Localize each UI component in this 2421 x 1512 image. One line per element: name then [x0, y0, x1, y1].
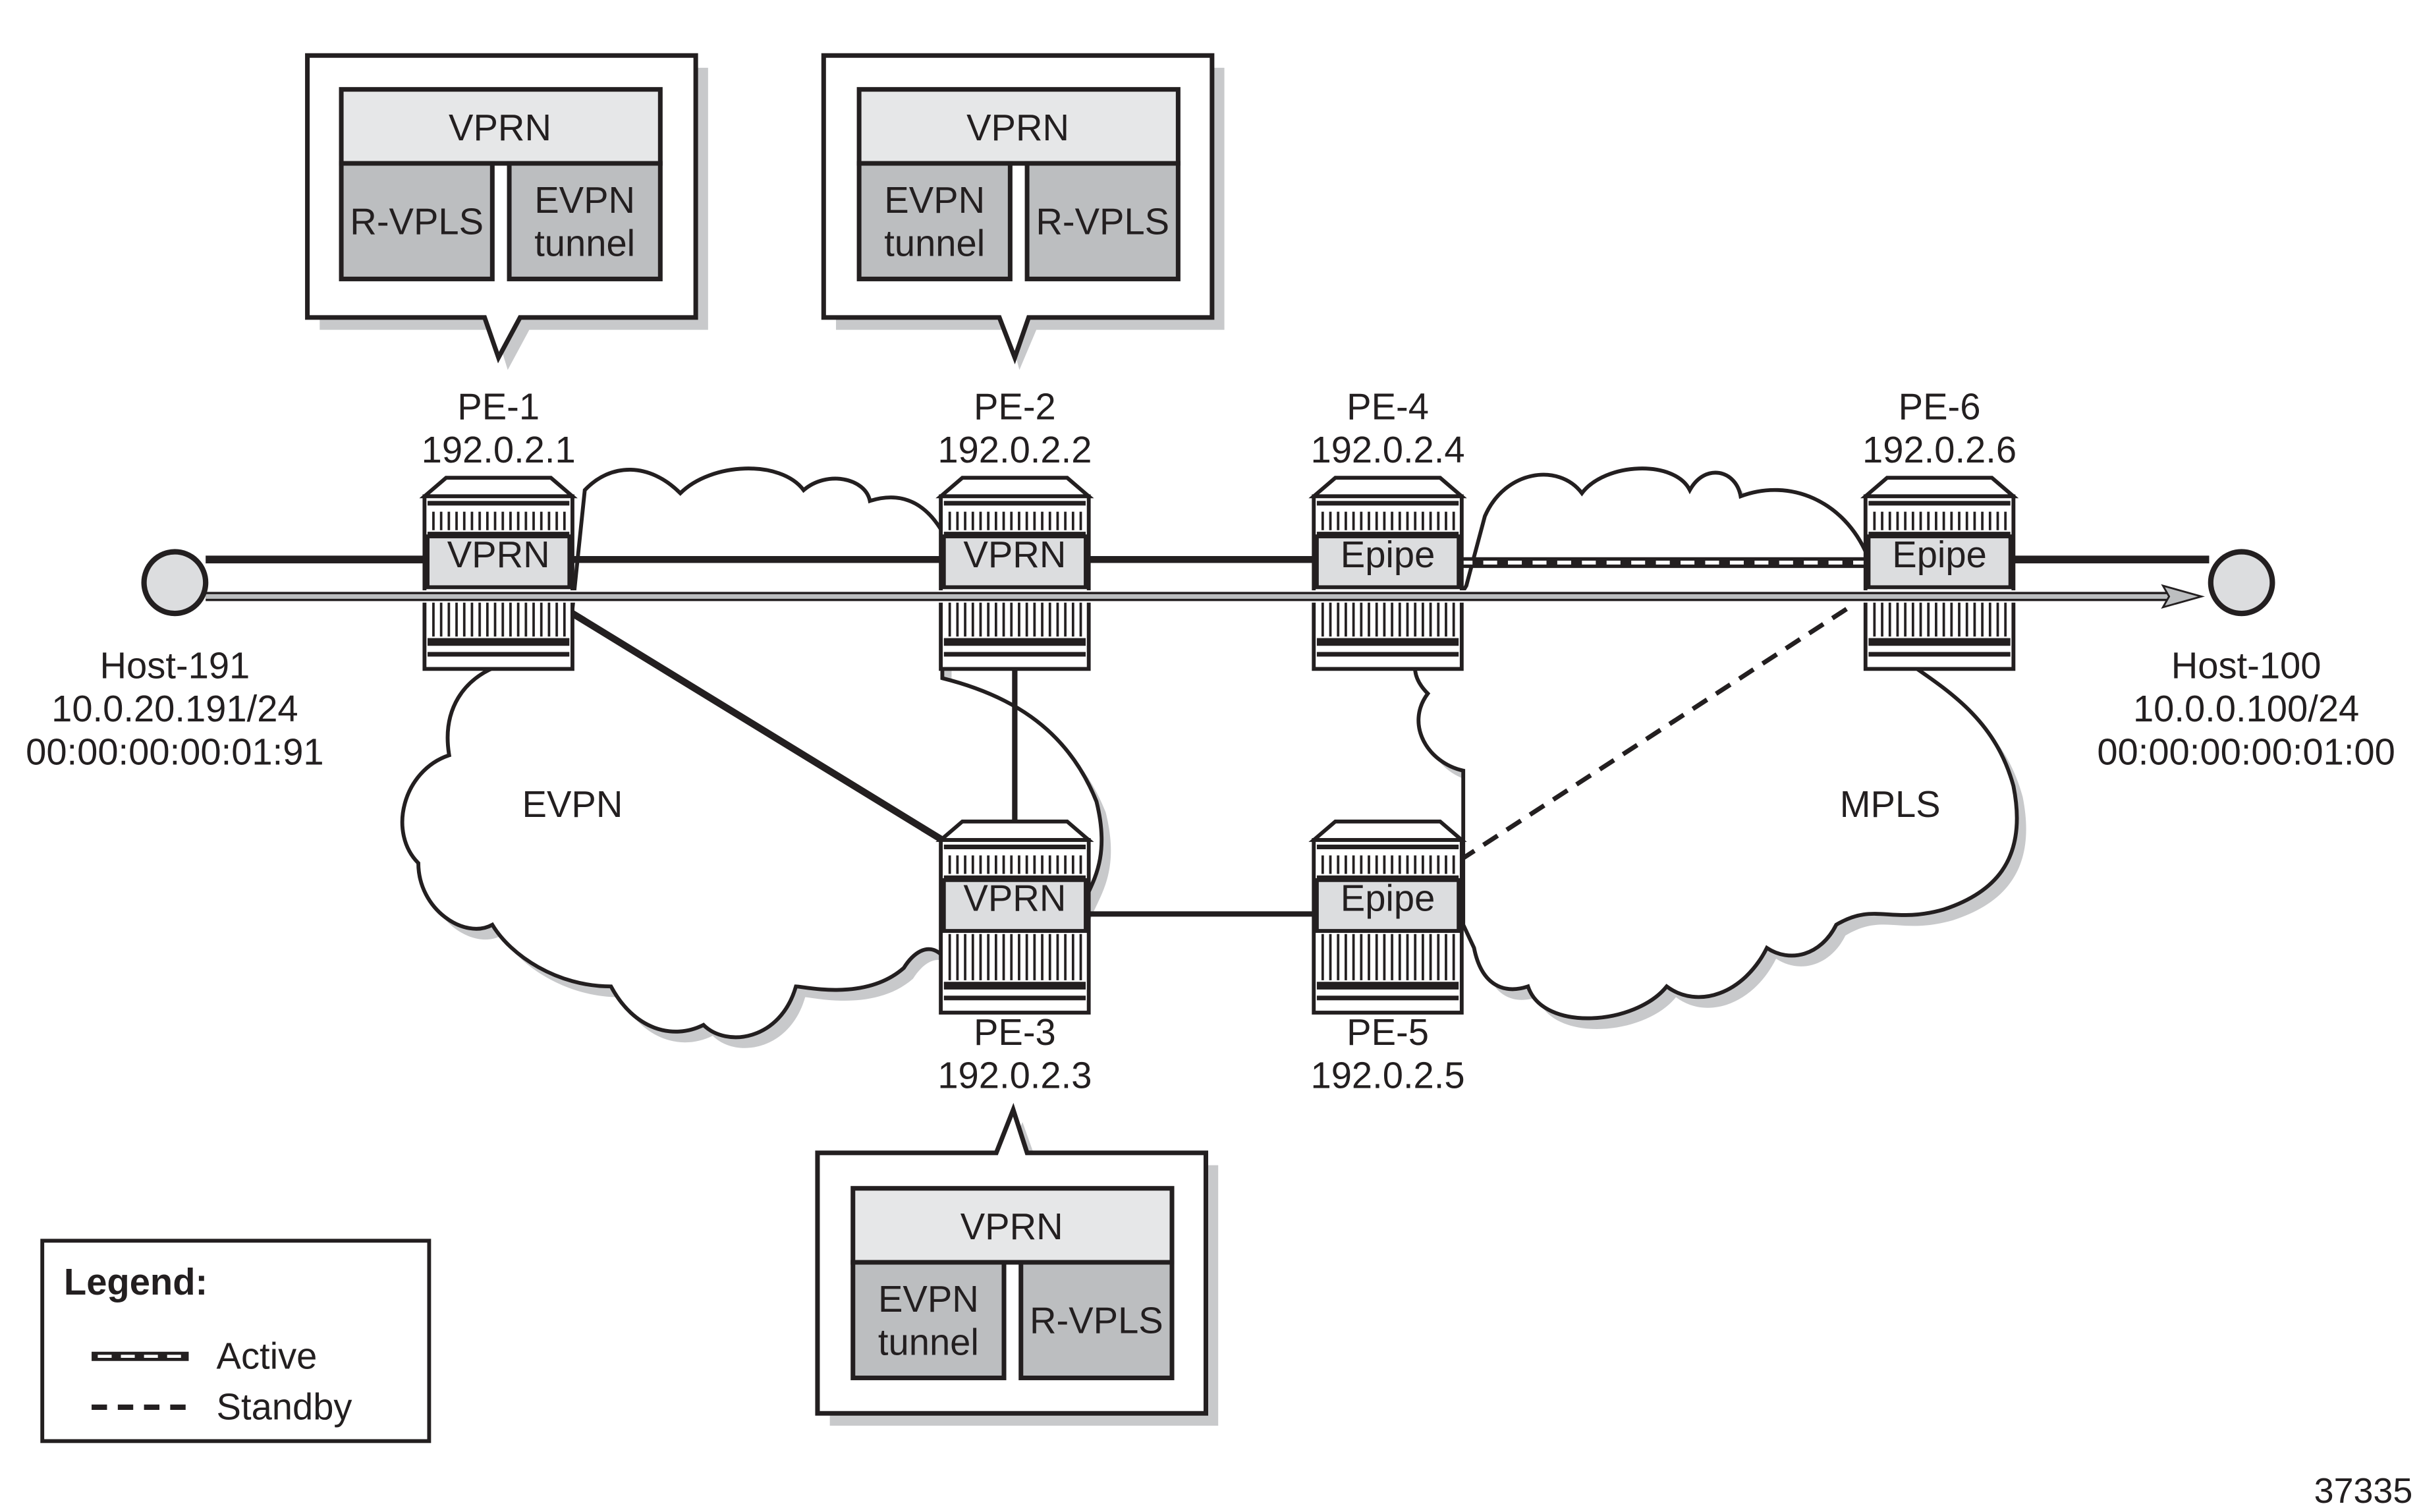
link-pe1-pe3 [570, 610, 945, 843]
pe3-service-label: VPRN [963, 878, 1066, 919]
callout-pe3-right: R-VPLS [1030, 1300, 1163, 1341]
pe4-ip: 192.0.2.4 [1310, 429, 1464, 470]
pe6-ip: 192.0.2.6 [1862, 429, 2017, 470]
callout-pe2 [821, 53, 1225, 370]
callout-pe2-header: VPRN [966, 107, 1069, 148]
callout-pe1-right-line1: EVPN [534, 179, 635, 221]
host191-name: Host-191 [100, 644, 250, 686]
pe3-ip: 192.0.2.3 [937, 1055, 1092, 1096]
callout-pe2-left-line1: EVPN [884, 179, 985, 221]
callout-pe1-left: R-VPLS [350, 201, 484, 242]
callout-pe1-right-line2: tunnel [534, 222, 635, 264]
pe1-service-label: VPRN [447, 534, 550, 575]
pe2-name: PE-2 [974, 385, 1056, 427]
pe1-ip: 192.0.2.1 [422, 429, 576, 470]
pe2-ip: 192.0.2.2 [937, 429, 1092, 470]
callout-pe1-header: VPRN [449, 107, 551, 148]
pe5-service-label: Epipe [1341, 878, 1435, 919]
host-191[interactable] [141, 549, 209, 617]
host100-mac: 00:00:00:00:01:00 [2097, 731, 2395, 772]
pe6-service-label: Epipe [1892, 534, 1987, 575]
callout-pe1 [305, 53, 708, 370]
mpls-cloud-label: MPLS [1840, 783, 1941, 825]
pe1-name: PE-1 [457, 385, 540, 427]
legend-active-label: Active [217, 1335, 318, 1376]
evpn-cloud-label: EVPN [522, 783, 623, 825]
legend-standby-label: Standby [217, 1386, 352, 1428]
links [206, 555, 2210, 917]
callout-pe2-right: R-VPLS [1036, 201, 1169, 242]
pe4-name: PE-4 [1347, 385, 1429, 427]
callout-pe2-left-line2: tunnel [884, 222, 985, 264]
figure-id: 37335 [2314, 1471, 2413, 1511]
callout-pe3 [815, 1102, 1219, 1426]
pe3-name: PE-3 [974, 1011, 1056, 1053]
host191-mac: 00:00:00:00:01:91 [26, 731, 324, 772]
callout-pe3-left-line2: tunnel [878, 1321, 979, 1362]
traffic-path-arrow [187, 584, 2205, 609]
pe5-ip: 192.0.2.5 [1310, 1055, 1464, 1096]
legend-title: Legend: [64, 1261, 208, 1302]
host-100[interactable] [2208, 549, 2275, 617]
legend: Legend: Active Standby [40, 1239, 431, 1443]
host100-name: Host-100 [2171, 644, 2322, 686]
pe2-service-label: VPRN [963, 534, 1066, 575]
callout-pe3-left-line1: EVPN [878, 1278, 979, 1320]
host191-ip: 10.0.20.191/24 [51, 688, 298, 729]
callout-pe3-header: VPRN [960, 1206, 1063, 1247]
pe4-service-label: Epipe [1341, 534, 1435, 575]
pe5-name: PE-5 [1347, 1011, 1429, 1053]
link-pe5-pe6-standby [1459, 603, 1853, 862]
host100-ip: 10.0.0.100/24 [2133, 688, 2359, 729]
pe6-name: PE-6 [1899, 385, 1981, 427]
